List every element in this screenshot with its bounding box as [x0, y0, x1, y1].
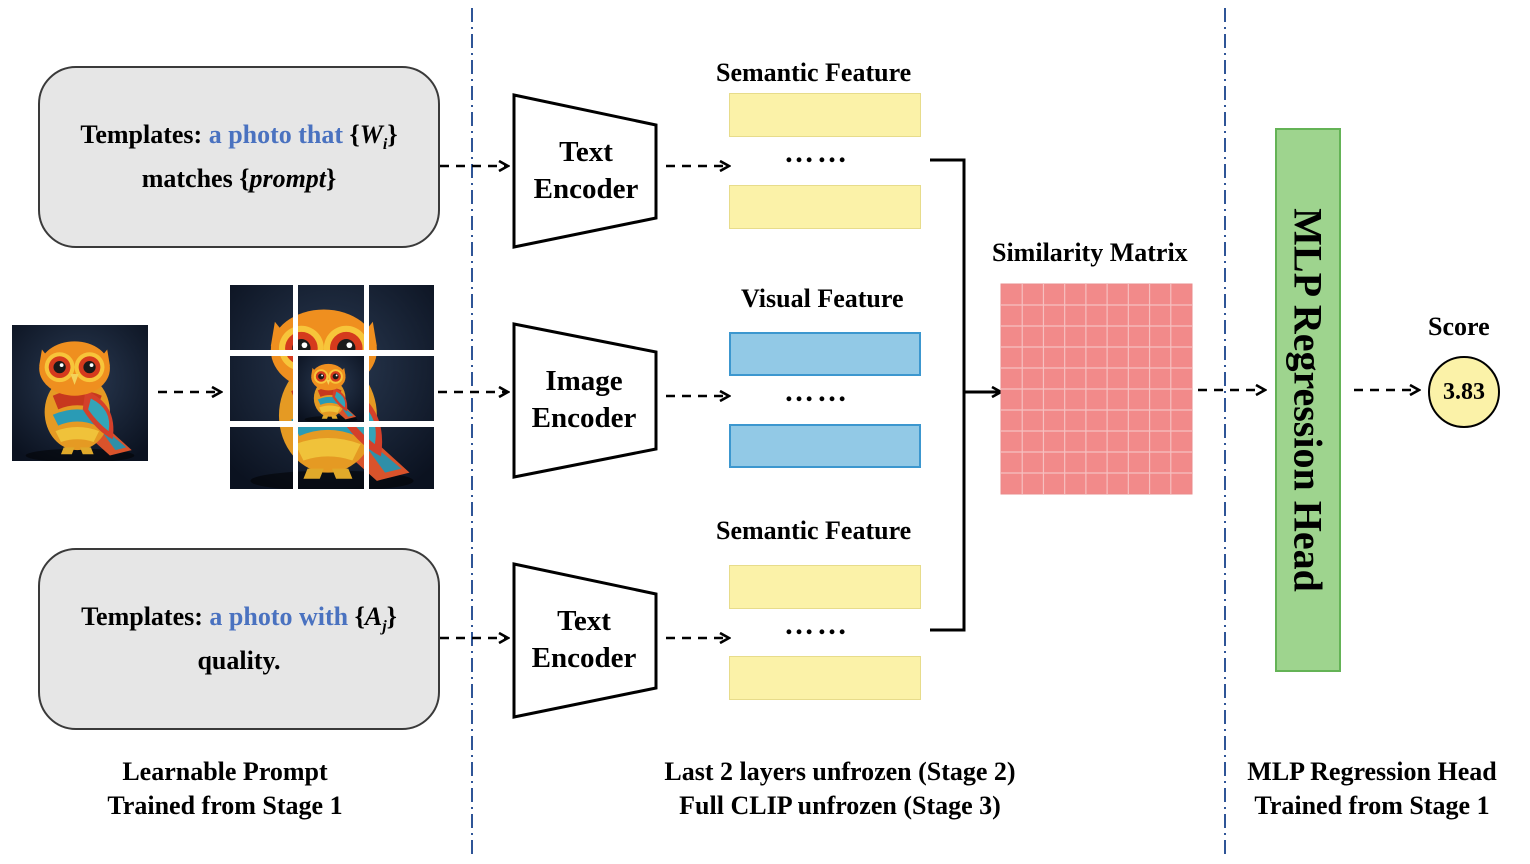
- encoder-line-1: Text: [559, 136, 613, 168]
- template-blue-text: a photo that: [208, 119, 344, 149]
- brace-close: }: [326, 164, 337, 194]
- prompt-box-top: Templates: a photo that {Wi} matches {pr…: [38, 66, 440, 248]
- text-encoder-bottom-label: Text Encoder: [514, 603, 654, 677]
- brace-open: {: [239, 164, 250, 194]
- template-quality-text: quality.: [197, 646, 281, 676]
- encoder-line-2: Encoder: [533, 173, 639, 205]
- prompt-box-bottom: Templates: a photo with {Aj} quality.: [38, 548, 440, 730]
- visual-feature-bar: [729, 332, 921, 376]
- template-label: Templates:: [81, 601, 203, 631]
- template-word: matches: [141, 164, 233, 194]
- visual-feature-bar: [729, 424, 921, 468]
- text-encoder-bottom-shape: [512, 562, 658, 719]
- encoder-line-1: Text: [557, 605, 611, 637]
- caption-line: MLP Regression Head: [1247, 757, 1497, 786]
- caption-right: MLP Regression Head Trained from Stage 1: [1228, 755, 1516, 823]
- ellipsis-dots: ……: [784, 375, 850, 408]
- encoder-line-1: Image: [545, 365, 623, 397]
- semantic-feature-bar: [729, 656, 921, 700]
- caption-middle: Last 2 layers unfrozen (Stage 2) Full CL…: [620, 755, 1060, 823]
- text-encoder-top-label: Text Encoder: [516, 134, 656, 208]
- var-subscript: i: [382, 136, 388, 154]
- owl-patch-grid-icon: [230, 285, 434, 491]
- score-title: Score: [1428, 312, 1490, 341]
- template-label: Templates:: [80, 119, 203, 149]
- similarity-matrix-title: Similarity Matrix: [992, 238, 1188, 267]
- caption-line: Trained from Stage 1: [1254, 791, 1490, 820]
- visual-feature-title: Visual Feature: [741, 284, 904, 313]
- mlp-label: MLP Regression Head: [1285, 208, 1331, 592]
- caption-line: Last 2 layers unfrozen (Stage 2): [664, 757, 1016, 786]
- brace-open: {: [354, 601, 365, 631]
- prompt-variable: prompt: [249, 164, 327, 194]
- template-blue-text: a photo with: [209, 601, 349, 631]
- brace-open: {: [349, 119, 360, 149]
- caption-line: Full CLIP unfrozen (Stage 3): [679, 791, 1001, 820]
- semantic-feature-bar: [729, 565, 921, 609]
- ellipsis-dots: ……: [784, 136, 850, 169]
- caption-line: Learnable Prompt: [122, 757, 328, 786]
- caption-line: Trained from Stage 1: [107, 791, 343, 820]
- image-encoder-label: Image Encoder: [514, 363, 654, 437]
- image-encoder-shape: [512, 322, 658, 479]
- ellipsis-dots: ……: [784, 608, 850, 641]
- encoder-line-2: Encoder: [531, 642, 637, 674]
- semantic-feature-bottom-title: Semantic Feature: [716, 516, 912, 545]
- var-letter: W: [359, 119, 383, 149]
- brace-close: }: [387, 119, 398, 149]
- semantic-feature-top-title: Semantic Feature: [716, 58, 912, 87]
- brace-close: }: [386, 601, 397, 631]
- owl-image-icon: [12, 325, 148, 462]
- text-encoder-top-shape: [512, 93, 658, 249]
- encoder-line-2: Encoder: [531, 402, 637, 434]
- merge-bracket: [930, 158, 1000, 632]
- caption-left: Learnable Prompt Trained from Stage 1: [50, 755, 400, 823]
- mlp-regression-head: MLP Regression Head: [1275, 128, 1341, 672]
- var-letter: A: [364, 601, 383, 631]
- semantic-feature-bar: [729, 93, 921, 137]
- similarity-matrix: [1000, 283, 1193, 495]
- semantic-feature-bar: [729, 185, 921, 229]
- score-value: 3.83: [1428, 356, 1500, 428]
- var-subscript: j: [382, 618, 387, 636]
